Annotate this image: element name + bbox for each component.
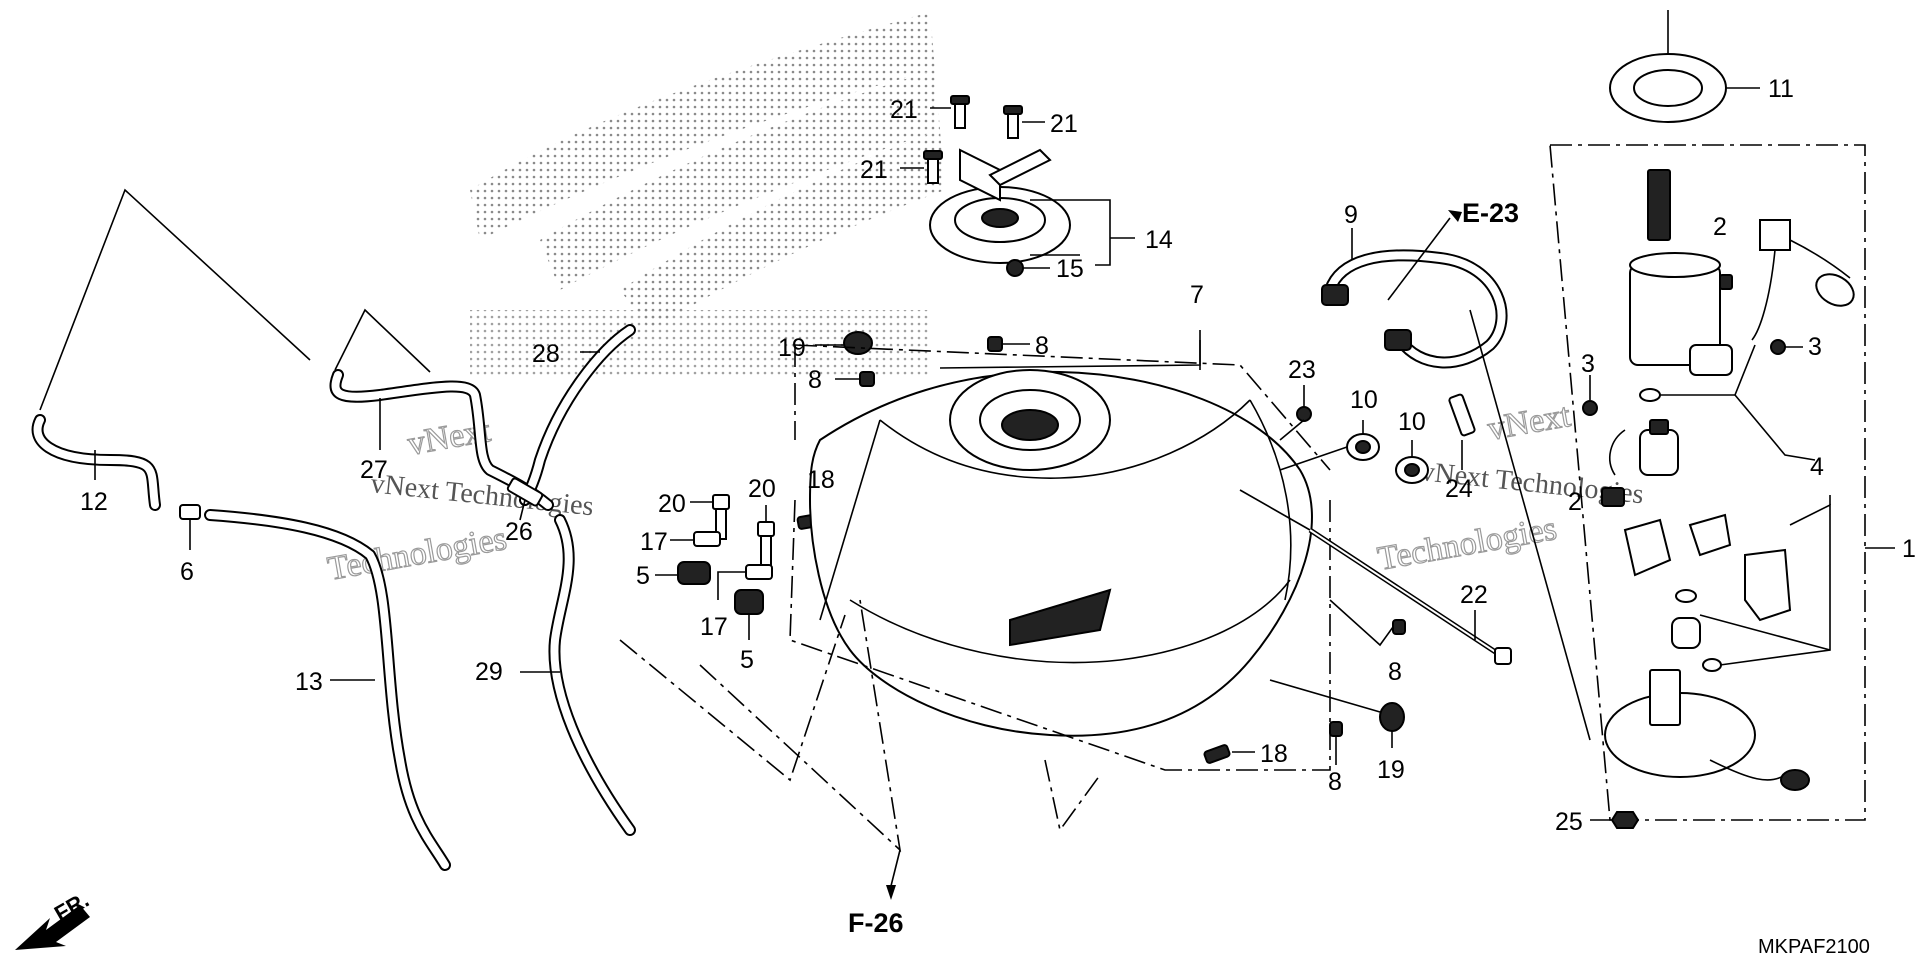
label-4: 4 [1810,453,1824,481]
joint-6 [179,504,201,550]
label-25: 25 [1555,808,1583,836]
hose-13 [204,509,451,871]
label-20a: 20 [658,490,686,518]
fuel-pump-assembly-1 [1549,144,1895,821]
label-21b: 21 [1050,110,1078,138]
label-8b: 8 [808,366,822,394]
label-9: 9 [1344,201,1358,229]
bolt-21a [930,95,970,129]
label-21a: 21 [890,96,918,124]
label-22: 22 [1460,581,1488,609]
grommet-8a [835,371,875,387]
hose-29 [520,514,636,836]
label-15: 15 [1056,255,1084,283]
label-10a: 10 [1350,386,1378,414]
hose-27 [329,308,554,511]
mounting-lines [619,599,1101,900]
label-17a: 17 [640,528,668,556]
label-8d: 8 [1328,768,1342,796]
ref-f26: F-26 [848,908,904,938]
label-10b: 10 [1398,408,1426,436]
fuel-hose-9 [1321,210,1591,741]
lock-ring-11 [1609,10,1760,123]
part-labels: 1 2 2 3 3 4 5 5 6 7 8 8 8 8 9 10 10 11 1… [80,75,1916,836]
grommet-19b [1269,679,1405,748]
bolt-21b [1003,105,1045,139]
label-19b: 19 [1377,756,1405,784]
grommet-8c [1329,599,1406,647]
fuel-cap-14 [929,148,1135,266]
label-24: 24 [1445,475,1473,503]
label-18a: 18 [807,466,835,494]
label-28: 28 [532,340,560,368]
label-19a: 19 [778,334,806,362]
drain-15 [1006,259,1050,277]
nut-23 [1279,385,1312,441]
fitting-24 [1448,393,1476,470]
damper-18b [1203,744,1255,764]
rubber-10b [1395,440,1429,484]
rubber-10a [1279,420,1380,471]
label-3a: 3 [1808,333,1822,361]
hose-12 [31,188,311,511]
bolt-22 [1239,489,1512,665]
label-7: 7 [1190,281,1204,309]
label-8a: 8 [1035,332,1049,360]
diagram-code: MKPAF2100 [1758,936,1870,958]
watermark-line2: Technologies [325,520,509,588]
rubber-5b [734,589,764,640]
label-14: 14 [1145,226,1173,254]
label-21c: 21 [860,156,888,184]
grommet-19a [815,331,873,355]
label-3b: 3 [1581,350,1595,378]
bolt-20b [757,505,775,567]
label-20b: 20 [748,475,776,503]
grommet-8d [1329,721,1343,765]
label-26: 26 [505,518,533,546]
label-2a: 2 [1713,213,1727,241]
rubber-5a [655,561,711,585]
label-27: 27 [360,456,388,484]
grommet-8b [987,336,1030,352]
label-8c: 8 [1388,658,1402,686]
label-17b: 17 [700,613,728,641]
label-23: 23 [1288,356,1316,384]
collar-17a [670,531,721,547]
label-18b: 18 [1260,740,1288,768]
label-29: 29 [475,658,503,686]
label-1: 1 [1902,535,1916,563]
joint-26 [506,477,544,521]
label-13: 13 [295,668,323,696]
front-direction-arrow [15,905,90,950]
collar-17b [717,564,773,600]
label-11: 11 [1768,75,1794,103]
nut-25 [1590,811,1640,829]
ref-e23: E-23 [1462,198,1519,228]
watermark-line2-right: Technologies [1375,510,1559,578]
bolt-21c [900,150,943,184]
watermark-line1-right: vNext [1485,397,1574,448]
label-6: 6 [180,558,194,586]
ref-fr: FR. [50,887,93,926]
honda-wing-logo [470,12,945,375]
fuel-tank-7 [789,330,1331,771]
label-2b: 2 [1568,488,1582,516]
label-12: 12 [80,488,108,516]
label-5b: 5 [740,646,754,674]
label-5a: 5 [636,562,650,590]
